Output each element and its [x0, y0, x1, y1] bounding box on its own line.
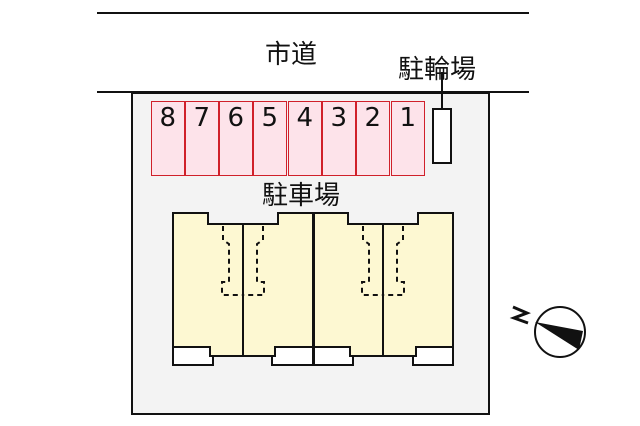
- stall-number: 6: [227, 103, 245, 133]
- parking-stall: 6: [219, 101, 253, 176]
- north-compass-icon: [509, 305, 586, 358]
- parking-stall: 4: [288, 101, 322, 176]
- unit-dividers: [242, 224, 384, 356]
- bicycle-parking-area: [432, 108, 452, 164]
- stall-number: 8: [159, 103, 177, 133]
- stall-number: 1: [399, 103, 417, 133]
- parking-stall: 3: [322, 101, 356, 176]
- parking-stall: 2: [356, 101, 390, 176]
- road-label: 市道: [265, 40, 318, 70]
- parking-stall: 8: [151, 101, 185, 176]
- stall-number: 7: [193, 103, 211, 133]
- parking-stall: 1: [391, 101, 425, 176]
- parking-stall: 5: [253, 101, 287, 176]
- parking-stall: 7: [185, 101, 219, 176]
- road-edge-top: [97, 12, 529, 14]
- car-parking-label: 駐車場: [262, 181, 341, 211]
- stair-dashed-outlines: [221, 226, 405, 296]
- stall-number: 2: [364, 103, 382, 133]
- entrance-porches: [172, 346, 454, 366]
- stall-number: 3: [330, 103, 348, 133]
- bicycle-parking-leader-line: [441, 72, 443, 134]
- stall-number: 5: [261, 103, 279, 133]
- stall-number: 4: [296, 103, 314, 133]
- bicycle-parking-label: 駐輪場: [398, 55, 477, 85]
